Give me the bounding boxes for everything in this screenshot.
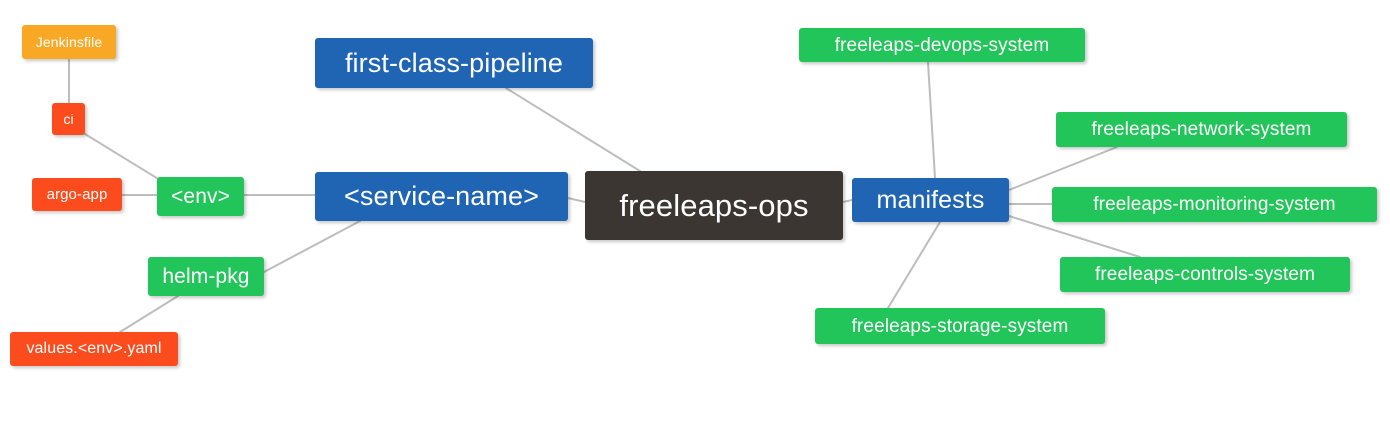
node-values-yaml[interactable]: values.<env>.yaml bbox=[10, 332, 178, 366]
edge-manifests-to-freeleaps-controls-system bbox=[1008, 215, 1141, 258]
node-label-freeleaps-devops-system: freeleaps-devops-system bbox=[834, 34, 1050, 56]
edge-manifests-to-freeleaps-network-system bbox=[1008, 146, 1118, 191]
node-label-first-class-pipeline: first-class-pipeline bbox=[344, 47, 564, 78]
node-label-freeleaps-network-system: freeleaps-network-system bbox=[1091, 119, 1312, 140]
node-freeleaps-monitoring-system[interactable]: freeleaps-monitoring-system bbox=[1052, 187, 1377, 222]
node-freeleaps-controls-system[interactable]: freeleaps-controls-system bbox=[1060, 257, 1350, 292]
edge-first-class-pipeline-to-freeleaps-ops bbox=[505, 87, 641, 172]
node-freeleaps-network-system[interactable]: freeleaps-network-system bbox=[1056, 112, 1347, 147]
node-freeleaps-devops-system[interactable]: freeleaps-devops-system bbox=[799, 28, 1085, 62]
node-manifests[interactable]: manifests bbox=[852, 178, 1009, 222]
node-label-argo-app: argo-app bbox=[46, 186, 108, 203]
node-ci[interactable]: ci bbox=[52, 103, 85, 135]
node-label-helm-pkg: helm-pkg bbox=[162, 265, 250, 288]
node-label-ci: ci bbox=[63, 111, 74, 127]
node-label-freeleaps-ops: freeleaps-ops bbox=[619, 188, 809, 223]
node-label-freeleaps-monitoring-system: freeleaps-monitoring-system bbox=[1093, 194, 1336, 215]
node-label-freeleaps-controls-system: freeleaps-controls-system bbox=[1094, 264, 1316, 285]
edge-service-name-to-freeleaps-ops bbox=[567, 197, 586, 203]
node-jenkinsfile[interactable]: Jenkinsfile bbox=[22, 25, 116, 59]
edge-freeleaps-ops-to-manifests bbox=[842, 199, 853, 203]
edge-ci-to-env bbox=[84, 133, 161, 181]
node-label-manifests: manifests bbox=[876, 185, 985, 214]
node-helm-pkg[interactable]: helm-pkg bbox=[148, 257, 264, 296]
node-freeleaps-storage-system[interactable]: freeleaps-storage-system bbox=[815, 308, 1105, 344]
edge-manifests-to-freeleaps-devops-system bbox=[927, 61, 936, 179]
node-label-env: <env> bbox=[171, 185, 230, 208]
node-label-values-yaml: values.<env>.yaml bbox=[26, 340, 162, 357]
edge-manifests-to-freeleaps-storage-system bbox=[887, 221, 941, 309]
node-service-name[interactable]: <service-name> bbox=[315, 172, 568, 221]
node-label-freeleaps-storage-system: freeleaps-storage-system bbox=[851, 315, 1069, 337]
node-freeleaps-ops[interactable]: freeleaps-ops bbox=[585, 171, 843, 240]
node-env[interactable]: <env> bbox=[157, 177, 244, 216]
node-argo-app[interactable]: argo-app bbox=[32, 178, 122, 211]
edge-helm-pkg-to-service-name bbox=[263, 220, 361, 273]
node-first-class-pipeline[interactable]: first-class-pipeline bbox=[315, 38, 593, 88]
edge-values-yaml-to-helm-pkg bbox=[119, 295, 179, 333]
node-label-service-name: <service-name> bbox=[344, 181, 539, 211]
node-label-jenkinsfile: Jenkinsfile bbox=[35, 34, 103, 50]
